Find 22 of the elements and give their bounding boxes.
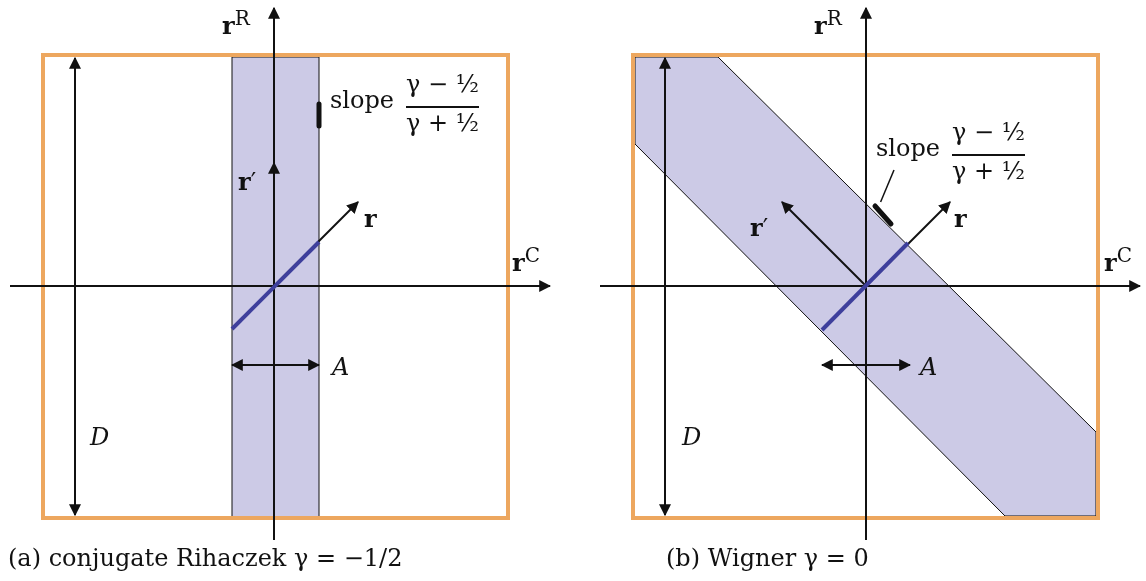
axis-label: r$^{R}$	[222, 8, 250, 38]
dimension-label: A	[332, 355, 350, 379]
figure-caption: (b) Wigner γ = 0	[666, 546, 869, 570]
vector-label: r′	[238, 170, 257, 194]
dimension-label: D	[90, 425, 110, 449]
figure-caption: (a) conjugate Rihaczek γ = −1/2	[8, 546, 403, 570]
slope-label: slope	[330, 88, 394, 112]
dimension-label: A	[920, 355, 938, 379]
vector-label: r	[364, 207, 377, 231]
fraction-numerator: γ − ½	[952, 120, 1025, 144]
vector-label: r′	[750, 216, 769, 240]
tick-mark	[871, 202, 895, 228]
fraction-denominator: γ + ½	[406, 106, 479, 135]
fraction-numerator: γ − ½	[406, 72, 479, 96]
axis-label: r$^{R}$	[814, 8, 842, 38]
dimension-label: D	[682, 425, 702, 449]
leader-line	[879, 169, 895, 203]
fraction-denominator: γ + ½	[952, 154, 1025, 183]
axis-label: r$^{C}$	[512, 245, 540, 275]
vector-label: r	[954, 207, 967, 231]
axis-label: r$^{C}$	[1104, 245, 1132, 275]
slope-label: slope	[876, 136, 940, 160]
